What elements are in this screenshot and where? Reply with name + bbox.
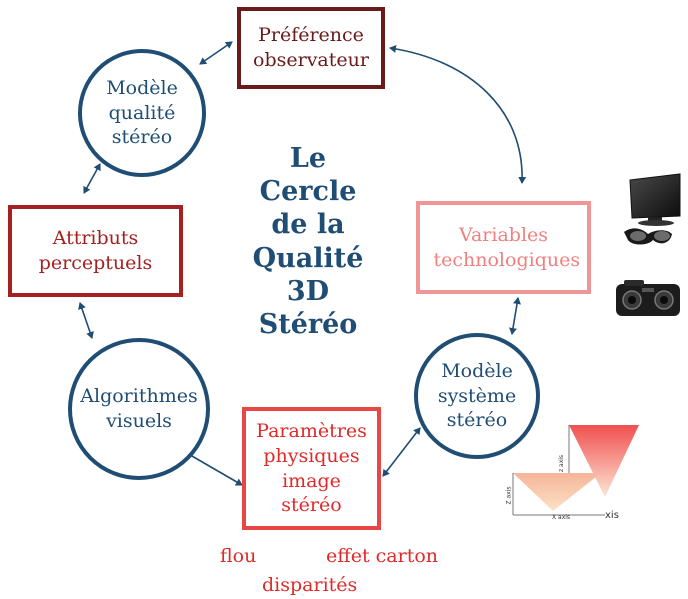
node-parametres-physiques: Paramètres physiques image stéréo bbox=[242, 407, 381, 530]
node-attributs-perceptuels: Attributs perceptuels bbox=[8, 205, 183, 297]
arrow-attributs-algorithmes bbox=[78, 302, 94, 339]
z-axis-upper-label: z axis bbox=[558, 454, 566, 473]
node-label: Variables technologiques bbox=[433, 223, 581, 271]
arrow-qualite-preference bbox=[199, 41, 233, 65]
tv-glasses-image bbox=[624, 173, 681, 245]
node-label: Préférence observateur bbox=[253, 24, 369, 71]
xis-label: xis bbox=[605, 510, 619, 521]
node-preference-observateur: Préférence observateur bbox=[237, 7, 385, 89]
arrow-preference-variables bbox=[389, 44, 527, 184]
x-axis-label: X axis bbox=[552, 514, 571, 521]
node-algorithmes-visuels: Algorithmes visuels bbox=[68, 338, 210, 480]
arrow-systeme-parametres bbox=[382, 427, 421, 477]
node-modele-qualite-stereo: Modèle qualité stéréo bbox=[78, 49, 206, 177]
arrow-algorithmes-parametres bbox=[184, 451, 243, 486]
node-modele-systeme-stereo: Modèle système stéréo bbox=[414, 333, 540, 459]
diagram-title: Le Cercle de la Qualité 3D Stéréo bbox=[252, 143, 364, 341]
note-disparites: disparités bbox=[262, 574, 358, 596]
frustum-illustration bbox=[512, 425, 639, 516]
node-label: Paramètres physiques image stéréo bbox=[256, 420, 367, 517]
node-label: Modèle système stéréo bbox=[437, 359, 517, 432]
stereo-camera-image bbox=[616, 280, 680, 316]
z-axis-lower-label: Z axis bbox=[505, 486, 513, 505]
note-flou: flou bbox=[220, 545, 257, 567]
node-label: Algorithmes visuels bbox=[80, 385, 198, 432]
node-label: Attributs perceptuels bbox=[38, 227, 153, 274]
arrow-variables-systeme bbox=[509, 297, 521, 335]
note-effet-carton: effet carton bbox=[326, 545, 439, 567]
node-variables-technologiques: Variables technologiques bbox=[416, 201, 591, 294]
node-label: Modèle qualité stéréo bbox=[106, 76, 178, 149]
arrow-qualite-attributs bbox=[83, 163, 101, 194]
